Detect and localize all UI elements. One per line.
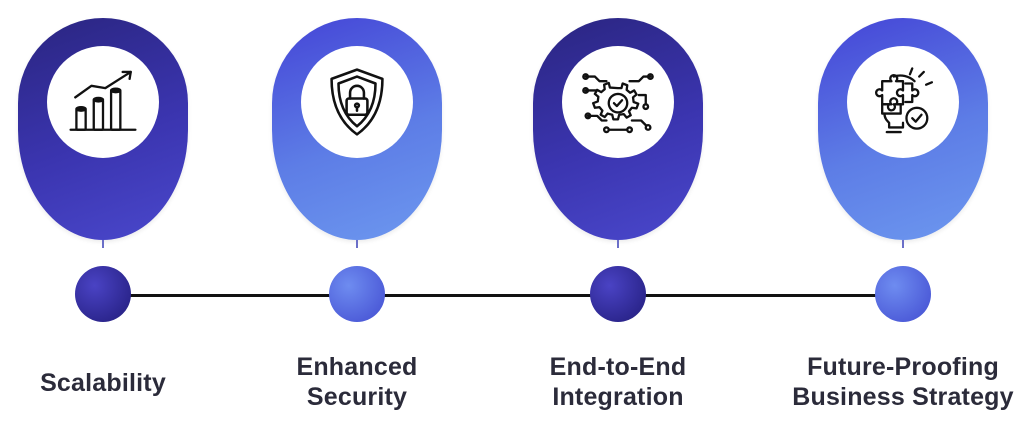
node-future bbox=[875, 266, 931, 322]
label-future: Future-Proofing Business Strategy bbox=[783, 352, 1023, 412]
shield-lock-icon bbox=[330, 68, 384, 136]
badge-future bbox=[847, 46, 959, 158]
label-line: End-to-End bbox=[549, 353, 687, 381]
label-line: Security bbox=[306, 383, 408, 411]
bar-chart-growth-icon bbox=[69, 70, 137, 131]
label-scalability: Scalability bbox=[0, 368, 223, 398]
gear-circuit-check-icon bbox=[582, 73, 654, 134]
step-scalability: Scalability bbox=[3, 0, 203, 436]
connector-security bbox=[356, 240, 358, 248]
node-security bbox=[329, 266, 385, 322]
puzzle-bulb-check-icon bbox=[875, 67, 934, 134]
label-security: Enhanced Security bbox=[237, 352, 477, 412]
step-future: Future-Proofing Business Strategy bbox=[792, 0, 1014, 436]
label-line: Scalability bbox=[40, 369, 166, 397]
label-line: Enhanced bbox=[296, 353, 418, 381]
label-integration: End-to-End Integration bbox=[498, 352, 738, 412]
badge-scalability bbox=[47, 46, 159, 158]
label-line: Integration bbox=[552, 383, 684, 411]
connector-scalability bbox=[102, 240, 104, 248]
step-security: Enhanced Security bbox=[257, 0, 457, 436]
badge-integration bbox=[562, 46, 674, 158]
timeline-line bbox=[104, 294, 904, 297]
label-line: Business Strategy bbox=[792, 383, 1014, 411]
node-scalability bbox=[75, 266, 131, 322]
badge-security bbox=[301, 46, 413, 158]
connector-future bbox=[902, 240, 904, 248]
step-integration: End-to-End Integration bbox=[518, 0, 718, 436]
connector-integration bbox=[617, 240, 619, 248]
label-line: Future-Proofing bbox=[807, 353, 999, 381]
node-integration bbox=[590, 266, 646, 322]
